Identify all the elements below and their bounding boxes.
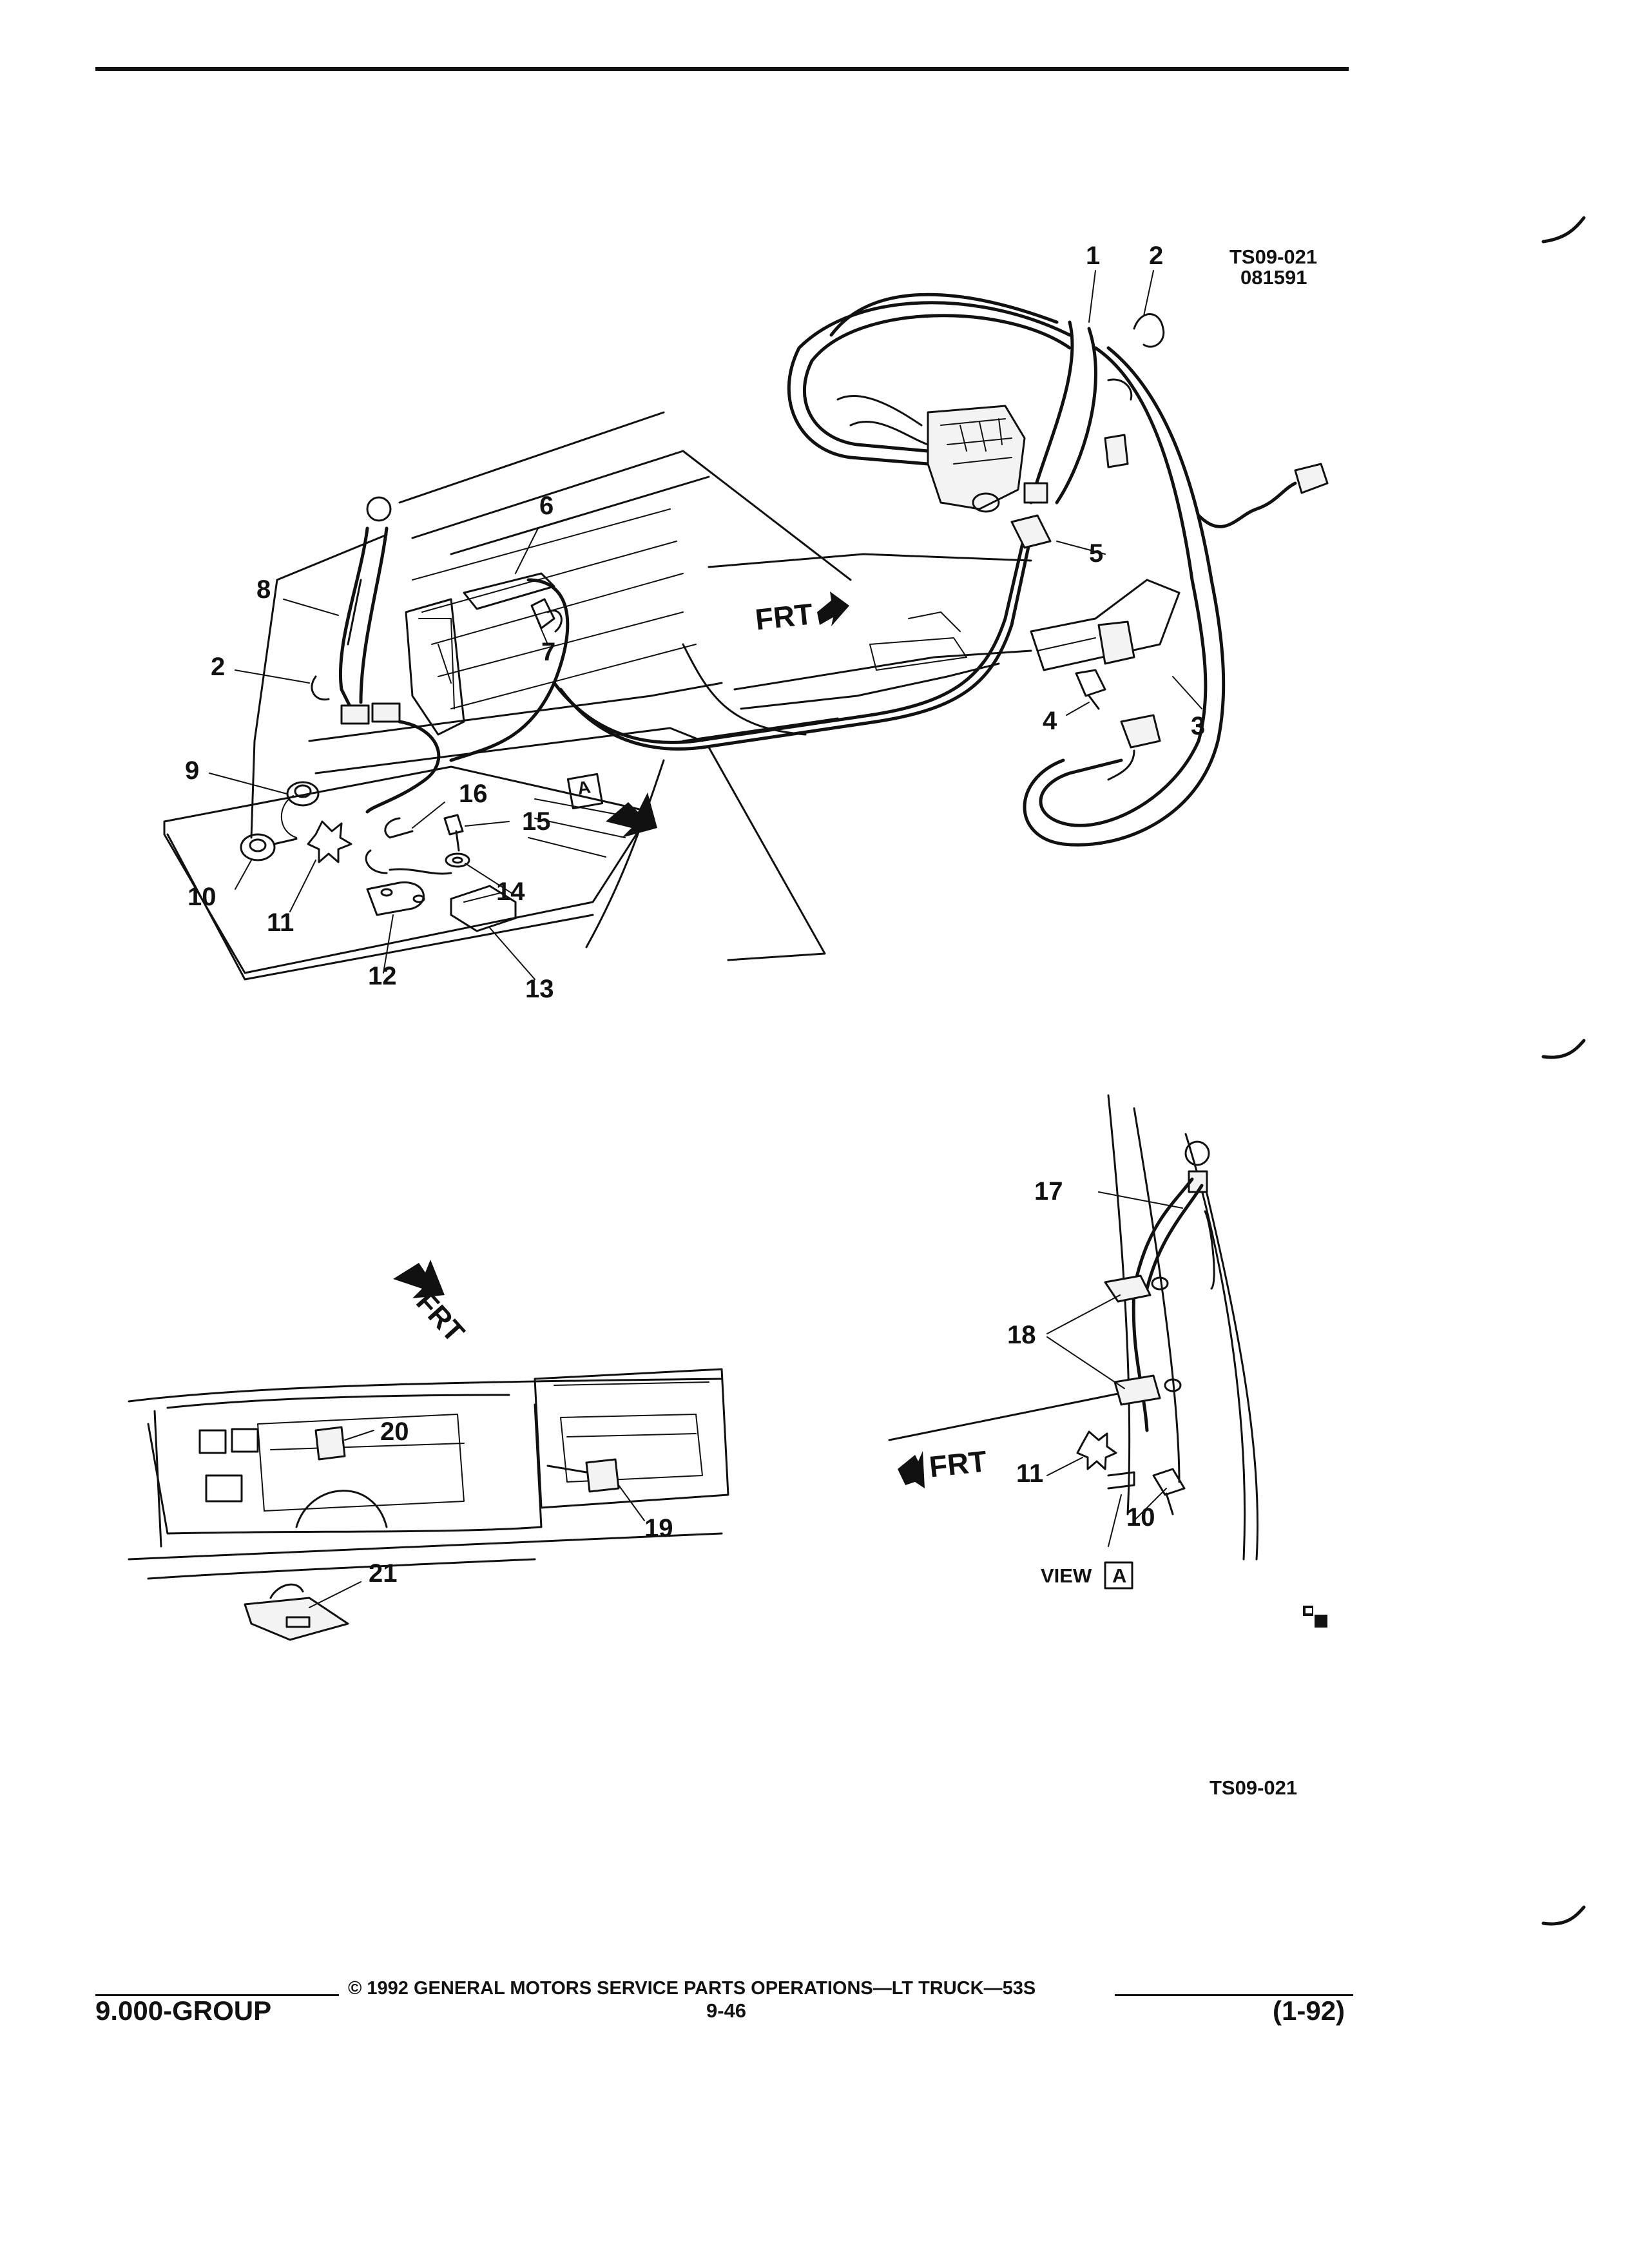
frt-arrow-icon — [898, 1451, 925, 1488]
copyright-line: © 1992 GENERAL MOTORS SERVICE PARTS OPER… — [348, 1978, 1036, 1999]
callout-15: 15 — [522, 807, 551, 836]
callout-3: 3 — [1191, 712, 1206, 740]
callout-17: 17 — [1034, 1177, 1063, 1206]
callout-14: 14 — [496, 878, 525, 906]
figure-date: 081591 — [1240, 266, 1307, 289]
revision-label: (1-92) — [1273, 1995, 1345, 2026]
margin-mark — [1541, 216, 1586, 244]
margin-mark — [1541, 1039, 1586, 1059]
callout-21: 21 — [369, 1559, 398, 1588]
footer-rule-left — [95, 1994, 339, 1996]
callout-10-main: 10 — [188, 883, 217, 911]
callout-9: 9 — [185, 756, 200, 785]
leader-lines — [209, 270, 1202, 1608]
frt-arrow-icon — [817, 591, 849, 626]
callout-1: 1 — [1086, 242, 1101, 270]
gm-logo-icon — [1302, 1604, 1330, 1630]
callout-4: 4 — [1043, 707, 1057, 735]
frt-label-main: FRT — [753, 597, 815, 637]
margin-mark — [1541, 1905, 1586, 1926]
header-rule — [95, 67, 1349, 71]
callout-10-view: 10 — [1126, 1503, 1155, 1532]
view-a-caption-box: A — [1112, 1564, 1127, 1587]
view-a-drawing — [888, 1094, 1259, 1590]
callout-12: 12 — [368, 962, 397, 990]
callout-6: 6 — [539, 492, 554, 520]
view-a-caption: VIEW — [1041, 1564, 1092, 1587]
truck-cab-drawing — [163, 293, 1329, 981]
callout-2-left: 2 — [211, 653, 226, 681]
dashboard-drawing — [128, 1368, 729, 1641]
callout-13: 13 — [525, 975, 554, 1003]
footer-rule-right — [1115, 1994, 1353, 1996]
frt-arrow-icon — [393, 1260, 445, 1298]
callout-7: 7 — [541, 638, 556, 666]
view-a-arrow-icon — [606, 793, 657, 838]
page-number: 9-46 — [706, 1999, 747, 2022]
figure-code: TS09-021 — [1229, 245, 1318, 268]
figure-code-bottom: TS09-021 — [1210, 1776, 1298, 1799]
frt-label-view: FRT — [927, 1444, 988, 1484]
callout-2-top: 2 — [1149, 242, 1164, 270]
group-label: 9.000-GROUP — [95, 1995, 272, 2026]
callout-16: 16 — [459, 780, 488, 808]
callout-11-main: 11 — [267, 908, 294, 937]
callout-8: 8 — [256, 575, 271, 604]
callout-20: 20 — [380, 1418, 409, 1446]
callout-5: 5 — [1089, 539, 1104, 568]
callout-18: 18 — [1007, 1321, 1036, 1349]
callout-19: 19 — [644, 1514, 673, 1542]
callout-11-view: 11 — [1016, 1459, 1044, 1488]
